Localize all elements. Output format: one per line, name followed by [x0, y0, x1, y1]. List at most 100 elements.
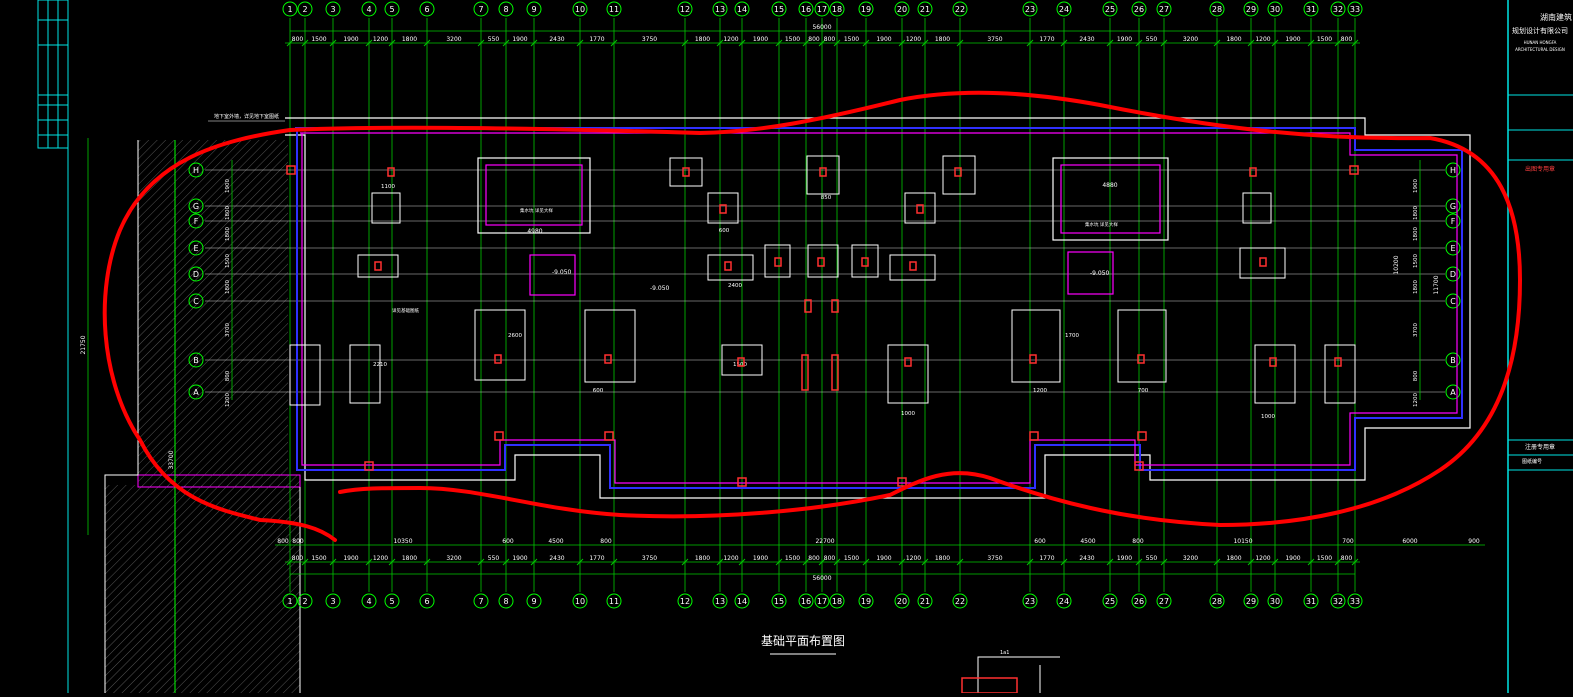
- axis-bubble: [858, 1, 874, 17]
- dimension-tick: [1060, 558, 1068, 566]
- axis-number-label: 9: [531, 5, 536, 14]
- dimension-tick: [423, 558, 431, 566]
- dimension-tick: [862, 558, 870, 566]
- dimension-tick: [502, 39, 510, 47]
- pit-dim-left: 4980: [527, 228, 542, 235]
- left-lower-dimension: 33700: [168, 450, 175, 469]
- bottom-chain-label: 800: [1132, 538, 1144, 545]
- segment-dimension-label: 1200: [906, 36, 921, 43]
- title-block-stamp-label: 出图专用章: [1525, 165, 1555, 173]
- axis-bubble: [572, 593, 588, 609]
- segment-dimension-label: 550: [1146, 36, 1158, 43]
- segment-dimension-label: 1500: [844, 36, 859, 43]
- segment-dimension-label: 1500: [785, 555, 800, 562]
- axis-number-label: 33: [1350, 5, 1360, 14]
- dimension-tick: [681, 558, 689, 566]
- footing-dimension-label: 1500: [733, 362, 747, 368]
- segment-dimension-label: 800: [292, 555, 304, 562]
- axis-number-label: 26: [1134, 597, 1144, 606]
- axis-bubble: [1445, 266, 1461, 282]
- axis-bubble: [1303, 593, 1319, 609]
- segment-dimension-label: 3200: [1183, 555, 1198, 562]
- segment-dimension-label: 1200: [373, 36, 388, 43]
- axis-number-label: 28: [1212, 5, 1222, 14]
- axis-bubble: [419, 1, 435, 17]
- dimension-tick: [1160, 558, 1168, 566]
- dimension-tick: [775, 39, 783, 47]
- pit-note-right: 集水坑 详见大样: [1085, 221, 1118, 228]
- axis-number-label: 5: [389, 597, 394, 606]
- axis-number-label: 31: [1306, 597, 1316, 606]
- segment-dimension-label: 1770: [589, 36, 604, 43]
- title-block-english1: HUNAN HONGFA: [1524, 40, 1557, 45]
- title-block-approval-label: 注册专用章: [1525, 443, 1555, 451]
- left-row-dimension: 1200: [225, 393, 231, 407]
- axis-number-label: 11: [609, 597, 619, 606]
- axis-bubble: [297, 1, 313, 17]
- footing-dimension-label: 2600: [508, 333, 522, 339]
- axis-bubble: [734, 1, 750, 17]
- axis-number-label: 27: [1159, 597, 1169, 606]
- axis-bubble: [1209, 1, 1225, 17]
- elevation-mid: -9.050: [650, 285, 670, 292]
- title-block-subtitle: 规划设计有限公司: [1512, 26, 1568, 35]
- axis-bubble: [771, 593, 787, 609]
- segment-dimension-label: 550: [488, 36, 500, 43]
- dimension-tick: [1106, 39, 1114, 47]
- segment-dimension-label: 1800: [1226, 555, 1241, 562]
- axis-bubble: [1156, 1, 1172, 17]
- axis-bubble: [188, 213, 204, 229]
- segment-dimension-label: 1900: [512, 555, 527, 562]
- segment-dimension-label: 800: [808, 555, 820, 562]
- right-row-dimension: 1500: [1413, 254, 1419, 268]
- axis-number-label: 14: [737, 597, 747, 606]
- segment-dimension-label: 1800: [695, 36, 710, 43]
- axis-number-label: 25: [1105, 597, 1115, 606]
- axis-number-label: 23: [1025, 597, 1035, 606]
- dimension-tick: [921, 39, 929, 47]
- axis-bubble: [712, 1, 728, 17]
- detail-callout: 1a1: [961, 650, 1060, 694]
- axis-number-label: 2: [302, 5, 307, 14]
- axis-letter-label: E: [1450, 244, 1455, 253]
- axis-number-label: 28: [1212, 597, 1222, 606]
- axis-number-label: 18: [832, 597, 842, 606]
- dimension-tick: [1213, 39, 1221, 47]
- bottom-chain-label: 900: [1468, 538, 1480, 545]
- dimension-tick: [956, 39, 964, 47]
- bottom-chain-label: 600: [1034, 538, 1046, 545]
- segment-dimension-label: 1200: [723, 555, 738, 562]
- dimension-tick: [1351, 558, 1359, 566]
- axis-number-label: 16: [801, 5, 811, 14]
- dimension-tick: [833, 558, 841, 566]
- dimension-tick: [1334, 39, 1342, 47]
- dimension-tick: [1271, 39, 1279, 47]
- axis-bubble: [1445, 384, 1461, 400]
- axis-bubble: [188, 266, 204, 282]
- footing-dimension-label: 700: [1138, 388, 1149, 394]
- axis-number-label: 9: [531, 597, 536, 606]
- dimension-tick: [388, 558, 396, 566]
- segment-dimension-label: 1500: [1317, 36, 1332, 43]
- dimension-tick: [818, 558, 826, 566]
- axis-letter-label: D: [193, 270, 199, 279]
- footing-dimension-label: 1100: [381, 184, 395, 190]
- segment-dimension-label: 1800: [402, 555, 417, 562]
- dimension-tick: [301, 39, 309, 47]
- segment-dimension-label: 1900: [753, 555, 768, 562]
- dimension-tick: [286, 39, 294, 47]
- axis-bubble: [572, 1, 588, 17]
- axis-bubble: [282, 1, 298, 17]
- axis-letter-label: F: [1451, 217, 1456, 226]
- bottom-chain-label: 10350: [393, 538, 412, 545]
- segment-dimension-label: 3200: [446, 36, 461, 43]
- axis-bubble: [606, 1, 622, 17]
- axis-letter-label: D: [1450, 270, 1456, 279]
- axis-bubble: [814, 1, 830, 17]
- dimension-tick: [365, 39, 373, 47]
- segment-dimension-label: 3750: [987, 36, 1002, 43]
- axis-number-label: 7: [478, 5, 483, 14]
- dimension-tick: [775, 558, 783, 566]
- dimension-tick: [301, 558, 309, 566]
- segment-dimension-label: 3750: [987, 555, 1002, 562]
